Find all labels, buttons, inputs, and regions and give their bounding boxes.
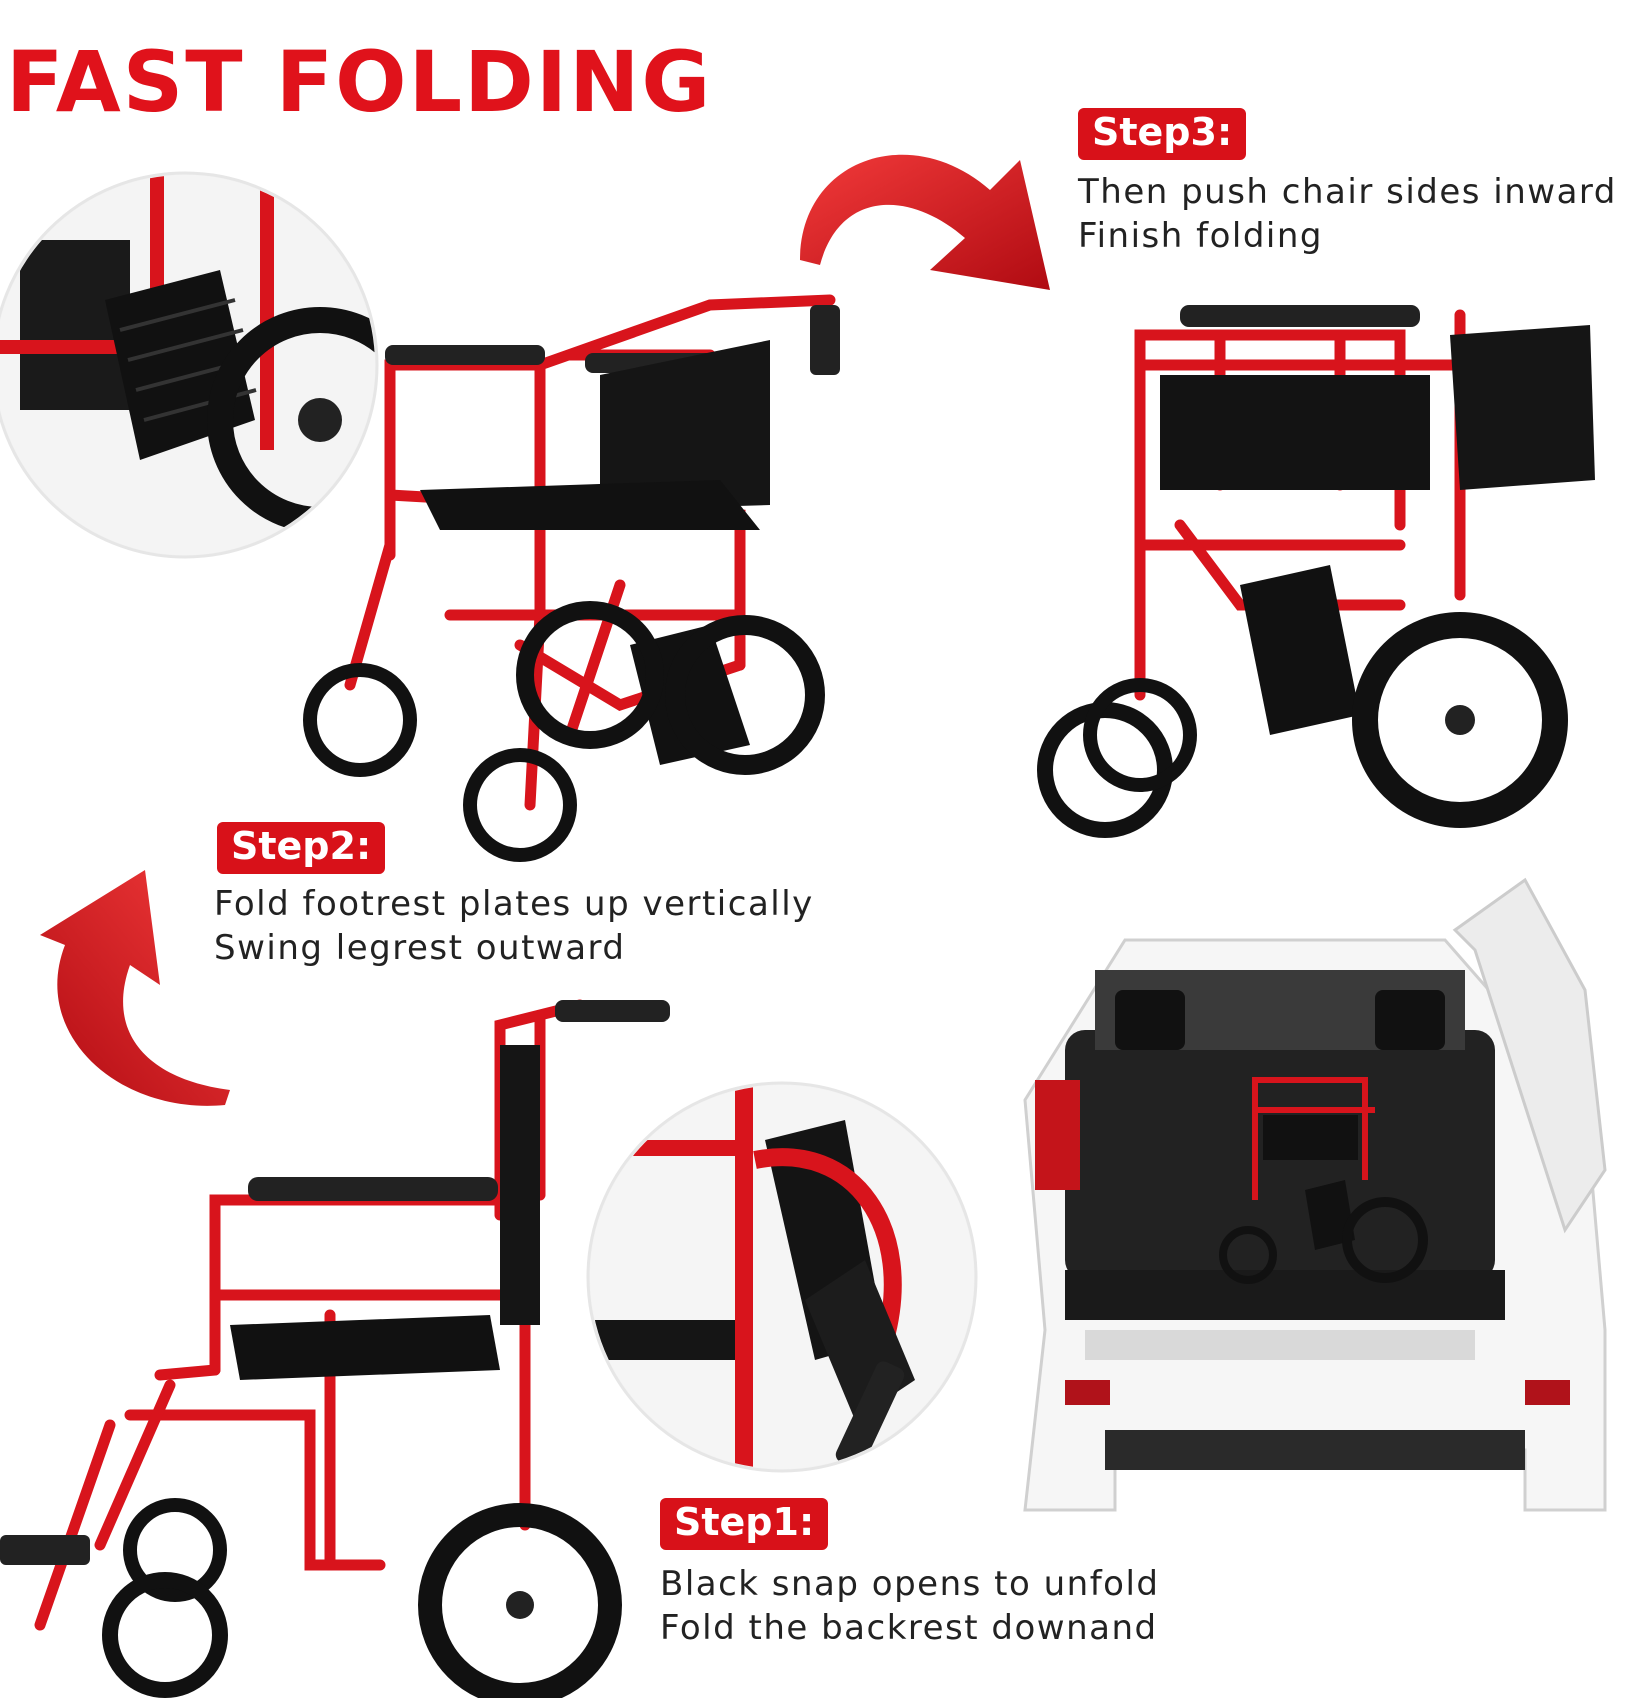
- step1-line1: Black snap opens to unfold: [660, 1564, 1160, 1604]
- footrest-detail-image: [0, 171, 379, 559]
- step3-badge: Step3:: [1078, 108, 1247, 160]
- curved-arrow-step2-icon: [40, 870, 230, 1106]
- step2-description: Fold footrest plates up vertically Swing…: [214, 882, 814, 970]
- wheelchair-step1-image: [0, 999, 670, 1698]
- backrest-latch-detail-image: [586, 1081, 978, 1473]
- curved-arrow-step3-icon: [800, 154, 1050, 290]
- step1-badge: Step1:: [660, 1498, 829, 1550]
- step2-badge: Step2:: [217, 822, 386, 874]
- suv-trunk-image: [1023, 877, 1607, 1512]
- step2-line1: Fold footrest plates up vertically: [214, 884, 814, 924]
- step3-description: Then push chair sides inward Finish fold…: [1078, 170, 1617, 258]
- step1-line2: Fold the backrest downand: [660, 1608, 1158, 1648]
- wheelchair-step3-image: [1037, 305, 1595, 838]
- wheelchair-step2-image: [303, 294, 840, 862]
- step1-description: Black snap opens to unfold Fold the back…: [660, 1562, 1160, 1650]
- page-title: FAST FOLDING: [6, 33, 713, 131]
- step2-line2: Swing legrest outward: [214, 928, 626, 968]
- step3-line1: Then push chair sides inward: [1078, 172, 1617, 212]
- step3-line2: Finish folding: [1078, 216, 1323, 256]
